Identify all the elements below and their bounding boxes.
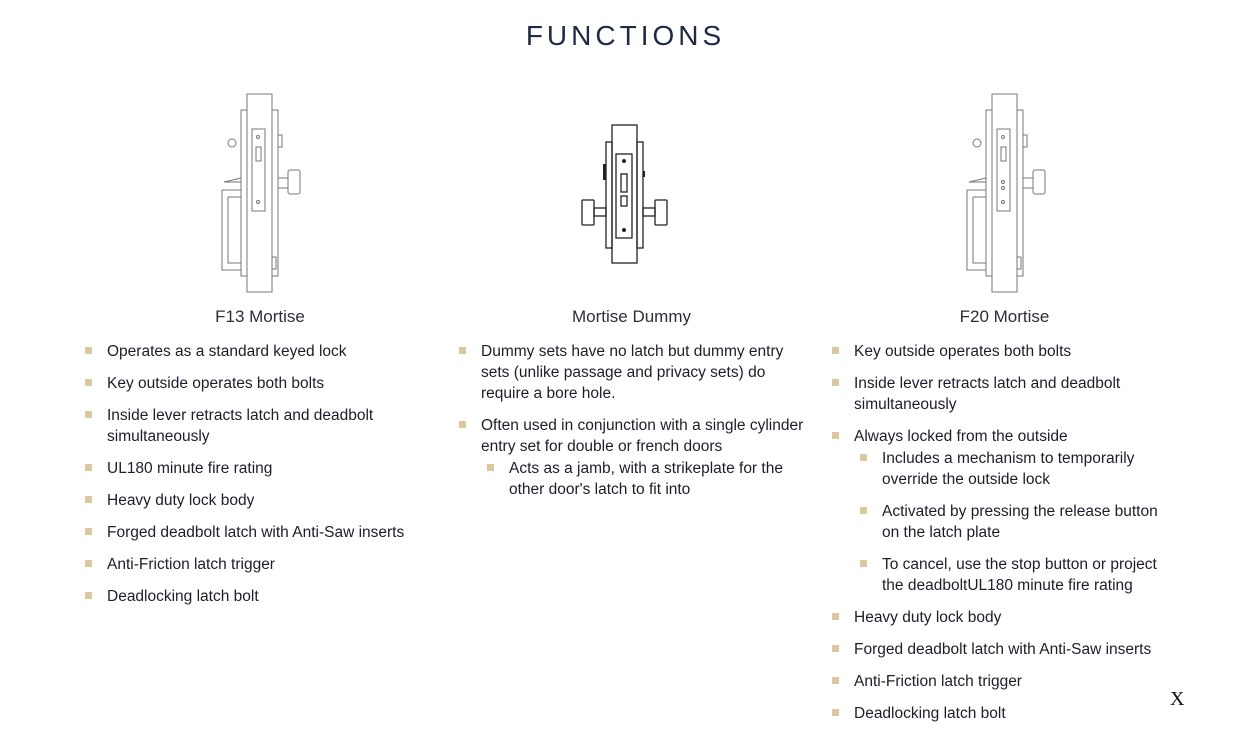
list-item: Forged deadbolt latch with Anti-Saw inse… bbox=[85, 522, 435, 543]
f13-mortise-lock-illustration bbox=[221, 93, 301, 293]
column-title: F13 Mortise bbox=[215, 307, 305, 326]
column-mortise-dummy: Mortise Dummy Dummy sets have no latch b… bbox=[459, 85, 804, 511]
mortise-dummy-lock-illustration bbox=[580, 124, 668, 264]
list-item: Key outside operates both bolts bbox=[832, 341, 1177, 362]
list-item: Deadlocking latch bolt bbox=[832, 703, 1177, 724]
sub-list: Acts as a jamb, with a strikeplate for t… bbox=[487, 458, 804, 500]
list-item: Anti-Friction latch trigger bbox=[85, 554, 435, 575]
feature-list: Operates as a standard keyed lock Key ou… bbox=[85, 341, 435, 607]
feature-list: Dummy sets have no latch but dummy entry… bbox=[459, 341, 804, 500]
list-item: Inside lever retracts latch and deadbolt… bbox=[85, 405, 435, 447]
column-f20-mortise: F20 Mortise Key outside operates both bo… bbox=[832, 85, 1177, 735]
sub-list-item: To cancel, use the stop button or projec… bbox=[860, 554, 1177, 596]
sub-list-item: Activated by pressing the release button… bbox=[860, 501, 1177, 543]
column-title: F20 Mortise bbox=[959, 307, 1050, 326]
list-item: Always locked from the outside Includes … bbox=[832, 426, 1177, 596]
list-item: Operates as a standard keyed lock bbox=[85, 341, 435, 362]
list-item-text: Often used in conjunction with a single … bbox=[481, 417, 804, 455]
list-item: Often used in conjunction with a single … bbox=[459, 415, 804, 500]
list-item: Forged deadbolt latch with Anti-Saw inse… bbox=[832, 639, 1177, 660]
list-item: Deadlocking latch bolt bbox=[85, 586, 435, 607]
list-item: Anti-Friction latch trigger bbox=[832, 671, 1177, 692]
list-item: Dummy sets have no latch but dummy entry… bbox=[459, 341, 804, 404]
list-item: Heavy duty lock body bbox=[832, 607, 1177, 628]
close-button[interactable]: X bbox=[1170, 688, 1185, 710]
feature-list: Key outside operates both bolts Inside l… bbox=[832, 341, 1177, 724]
sub-list-item: Includes a mechanism to temporarily over… bbox=[860, 448, 1177, 490]
column-title: Mortise Dummy bbox=[571, 307, 691, 326]
list-item-text: Always locked from the outside bbox=[854, 428, 1068, 445]
list-item: Heavy duty lock body bbox=[85, 490, 435, 511]
column-f13-mortise: F13 Mortise Operates as a standard keyed… bbox=[85, 85, 435, 618]
list-item: Key outside operates both bolts bbox=[85, 373, 435, 394]
list-item: Inside lever retracts latch and deadbolt… bbox=[832, 373, 1177, 415]
sub-list-item: Acts as a jamb, with a strikeplate for t… bbox=[487, 458, 804, 500]
sub-list: Includes a mechanism to temporarily over… bbox=[860, 448, 1177, 596]
list-item: UL180 minute fire rating bbox=[85, 458, 435, 479]
page-title: FUNCTIONS bbox=[525, 20, 726, 51]
f20-mortise-lock-illustration bbox=[966, 93, 1045, 293]
